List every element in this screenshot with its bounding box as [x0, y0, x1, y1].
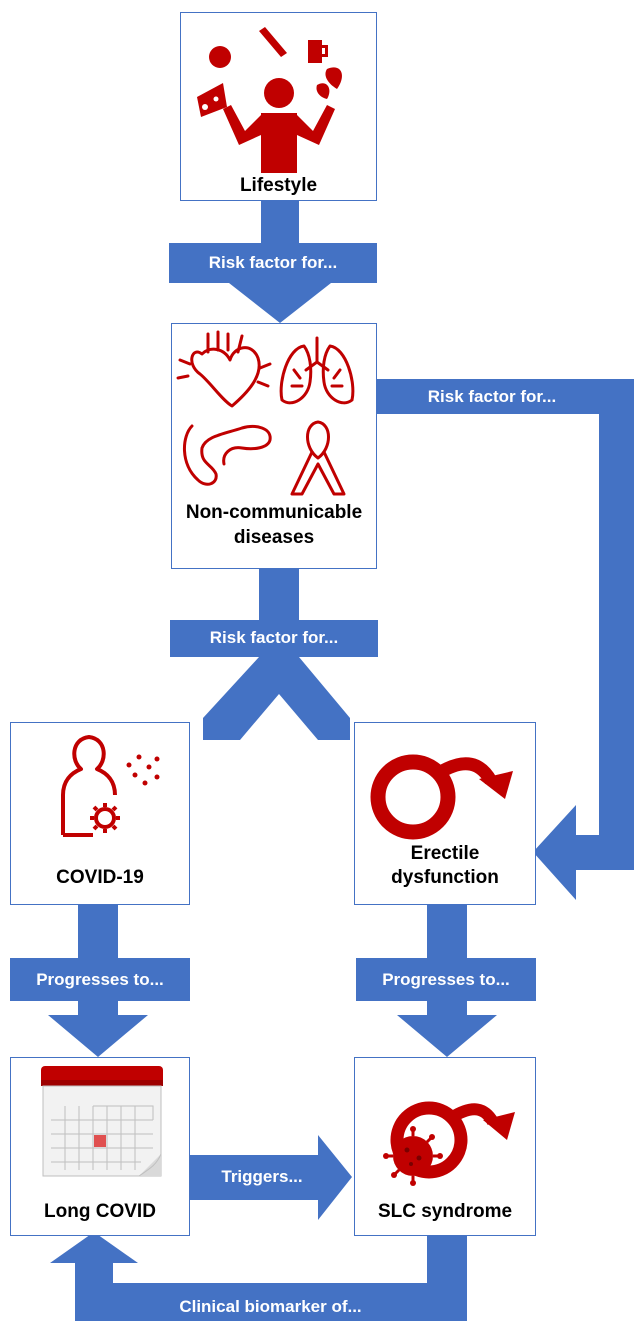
covid-person-virus-icon: [61, 735, 160, 837]
arrow-long-covid-to-slc: [190, 1135, 352, 1220]
covid-label: COVID-19: [56, 867, 144, 888]
node-ed: Erectile dysfunction: [354, 722, 536, 905]
arrow-split: [203, 657, 350, 740]
ed-label-line2: dysfunction: [391, 867, 499, 888]
edge-label-ed-to-slc: Progresses to...: [382, 970, 510, 989]
edge-label-ncd-to-slc: Risk factor for...: [427, 387, 557, 406]
slc-label: SLC syndrome: [377, 1201, 513, 1222]
long-covid-label: Long COVID: [44, 1201, 156, 1222]
ncd-label-line1: Non-communicable: [185, 502, 363, 523]
ncd-organs-icon: [176, 330, 355, 496]
arrow-label-band-ncd: [170, 620, 378, 657]
ed-label-line1: Erectile: [410, 843, 480, 864]
ncd-label-line2: diseases: [233, 527, 315, 548]
node-long-covid: Long COVID: [10, 1057, 190, 1236]
node-slc: SLC syndrome: [354, 1057, 536, 1236]
node-covid: COVID-19: [10, 722, 190, 905]
calendar-icon: [41, 1066, 163, 1177]
slc-virus-male-symbol-icon: [383, 1101, 515, 1186]
node-lifestyle: Lifestyle: [180, 12, 377, 201]
edge-label-slc-to-long-covid: Clinical biomarker of...: [179, 1297, 362, 1316]
arrow-label-band-ed: [356, 958, 536, 1001]
arrow-covid-head: [48, 1001, 148, 1057]
edge-label-lifestyle-to-ncd: Risk factor for...: [208, 253, 338, 272]
arrow-ncd-to-slc: [376, 379, 634, 855]
edge-label-ncd-to-covid-ed: Risk factor for...: [209, 628, 339, 647]
lifestyle-icon: [197, 27, 342, 173]
arrow-slc-to-long-covid: [50, 1232, 467, 1321]
lifestyle-label: Lifestyle: [239, 175, 318, 196]
node-ncd: Non-communicable diseases: [171, 323, 377, 569]
arrow-label-band-covid: [10, 958, 190, 1001]
arrow-ncd-to-slc-bottom: [533, 805, 634, 900]
arrow-ed-head: [397, 1001, 497, 1057]
edge-label-long-covid-to-slc: Triggers...: [221, 1167, 303, 1186]
male-symbol-icon: [370, 754, 513, 840]
edge-label-covid-to-long-covid: Progresses to...: [36, 970, 164, 989]
arrow-label-band-lifestyle: [169, 243, 377, 283]
